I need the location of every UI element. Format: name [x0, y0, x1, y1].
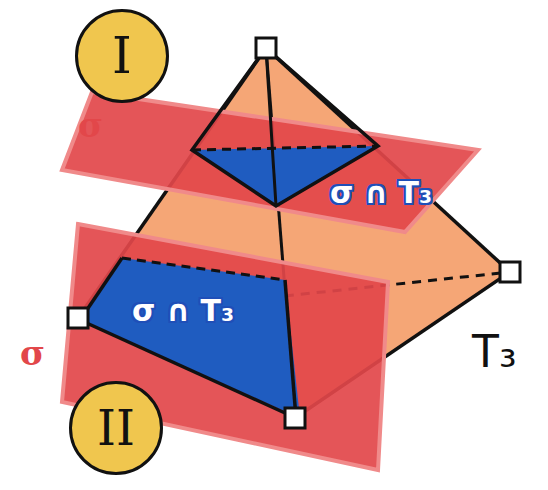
- roman-numeral: II: [97, 400, 135, 456]
- symbol-label: T₃: [472, 330, 517, 374]
- roman-numeral-circle: II: [69, 381, 163, 475]
- symbol-label: σ: [20, 336, 45, 370]
- roman-numeral: I: [112, 27, 132, 85]
- intersection-label: σ ∩ T₃: [330, 178, 432, 208]
- roman-numeral-circle: I: [75, 9, 169, 103]
- intersection-label: σ ∩ T₃: [132, 296, 234, 326]
- symbol-label: σ: [78, 108, 103, 142]
